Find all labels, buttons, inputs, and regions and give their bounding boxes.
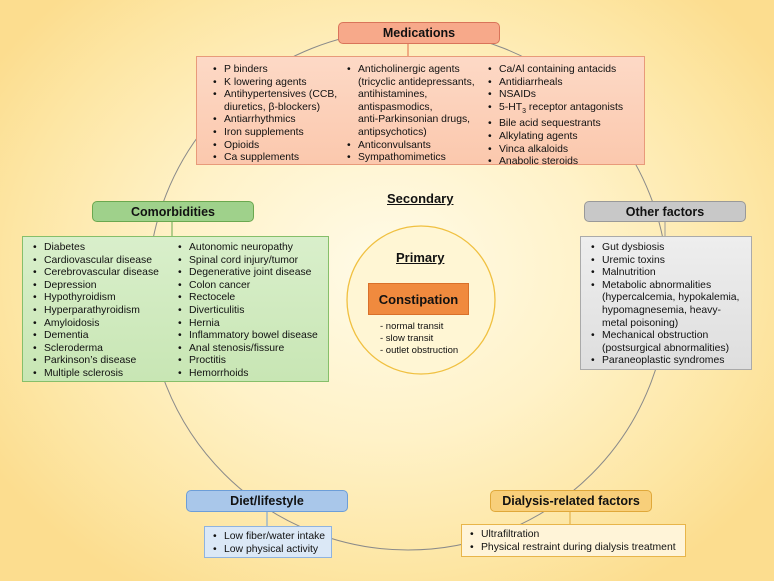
list-item: Rectocele [176,292,318,305]
list-item: Hypothyroidism [31,292,159,305]
list-item: Opioids [211,140,337,153]
list-item: (hypercalcemia, hypokalemia, [602,292,740,304]
list-item: K lowering agents [211,77,337,90]
list-item: Cerebrovascular disease [31,267,159,280]
list-item: Ca supplements [211,152,337,165]
list-item: Diabetes [31,242,159,255]
list-item: diuretics, β-blockers) [224,101,321,113]
other-factors-title: Other factors [625,204,705,219]
list-item: Colon cancer [176,280,318,293]
medications-box: P binders K lowering agents Antihyperten… [196,56,645,168]
comorbidities-header: Comorbidities [92,201,254,222]
list-item: Ultrafiltration [468,529,676,542]
other-factors-header: Other factors [584,201,746,222]
subtype-normal: - normal transit [380,321,444,332]
list-item: (tricyclic antidepressants, [358,76,475,88]
list-item: Amyloidosis [31,318,159,331]
list-item: Spinal cord injury/tumor [176,255,318,268]
constipation-box: Constipation [368,283,469,315]
subtype-slow: - slow transit [380,333,434,344]
list-item: Anabolic steroids [486,156,623,169]
list-item: Physical restraint during dialysis treat… [468,542,676,555]
list-item: Hernia [176,318,318,331]
list-item: Degenerative joint disease [176,267,318,280]
list-item: Diverticulitis [176,305,318,318]
list-item: Scleroderma [31,343,159,356]
list-item: Inflammatory bowel disease [176,330,318,343]
5ht-subscript: 3 [522,107,526,115]
list-item: metal poisoning) [602,317,679,329]
list-item: Proctitis [176,355,318,368]
list-item: Hyperparathyroidism [31,305,159,318]
list-item: antihistamines, [358,89,428,101]
comorbidities-col1: Diabetes Cardiovascular disease Cerebrov… [31,242,159,381]
medications-col3: Ca/Al containing antacids Antidiarrheals… [486,64,623,169]
list-item: Metabolic abnormalities [589,280,739,293]
list-item: antispasmodics, [358,101,433,113]
dialysis-title: Dialysis-related factors [502,494,640,508]
dialysis-box: Ultrafiltration Physical restraint durin… [461,524,686,557]
list-item: NSAIDs [486,89,623,102]
constipation-subtypes: - normal transit - slow transit - outlet… [380,321,458,357]
list-item: antipsychotics) [358,126,427,138]
list-item: Low fiber/water intake [211,531,325,544]
list-item: Hemorrhoids [176,368,318,381]
diet-header: Diet/lifestyle [186,490,348,512]
diet-box: Low fiber/water intake Low physical acti… [204,526,332,558]
5ht-label: 5-HT [499,101,523,113]
comorbidities-col2: Autonomic neuropathy Spinal cord injury/… [176,242,318,381]
diet-list: Low fiber/water intake Low physical acti… [211,531,325,556]
medications-header: Medications [338,22,500,44]
list-item: Antiarrhythmics [211,114,337,127]
medications-col2: Anticholinergic agents (tricyclic antide… [345,64,475,165]
list-item: Iron supplements [211,127,337,140]
list-item: Uremic toxins [589,255,739,268]
list-item: hypomagnesemia, heavy- [602,304,721,316]
list-item: Antihypertensives (CCB, [211,89,337,102]
list-item: Ca/Al containing antacids [486,64,623,77]
list-item: Gut dysbiosis [589,242,739,255]
list-item: Alkylating agents [486,131,623,144]
subtype-outlet: - outlet obstruction [380,345,459,356]
list-item: 5-HT3 receptor antagonists [486,102,623,119]
list-item: Mechanical obstruction [589,330,739,343]
list-item: Antidiarrheals [486,77,623,90]
medications-title: Medications [382,26,456,40]
list-item: Malnutrition [589,267,739,280]
list-item: Low physical activity [211,544,325,557]
list-item: anti-Parkinsonian drugs, [358,114,471,126]
diet-title: Diet/lifestyle [230,494,304,508]
constipation-label: Constipation [378,291,459,307]
list-item: Vinca alkaloids [486,144,623,157]
dialysis-header: Dialysis-related factors [490,490,652,512]
list-item: Dementia [31,330,159,343]
list-item: Anal stenosis/fissure [176,343,318,356]
list-item: Anticholinergic agents [345,64,475,77]
list-item: Bile acid sequestrants [486,118,623,131]
other-factors-list: Gut dysbiosis Uremic toxins Malnutrition… [589,242,739,368]
list-item: Autonomic neuropathy [176,242,318,255]
dialysis-list: Ultrafiltration Physical restraint durin… [468,529,676,554]
other-factors-box: Gut dysbiosis Uremic toxins Malnutrition… [580,236,752,370]
list-item: Parkinson’s disease [31,355,159,368]
list-item: Depression [31,280,159,293]
list-item: (postsurgical abnormalities) [602,342,730,354]
list-item: Sympathomimetics [345,152,475,165]
comorbidities-title: Comorbidities [130,204,216,219]
5ht-rest: receptor antagonists [526,101,624,113]
list-item: Anticonvulsants [345,140,475,153]
primary-label: Primary [396,250,445,265]
list-item: Cardiovascular disease [31,255,159,268]
list-item: Paraneoplastic syndromes [589,355,739,368]
list-item: P binders [211,64,337,77]
medications-col1: P binders K lowering agents Antihyperten… [211,64,337,165]
comorbidities-box: Diabetes Cardiovascular disease Cerebrov… [22,236,329,382]
secondary-label: Secondary [387,191,454,206]
list-item: Multiple sclerosis [31,368,159,381]
